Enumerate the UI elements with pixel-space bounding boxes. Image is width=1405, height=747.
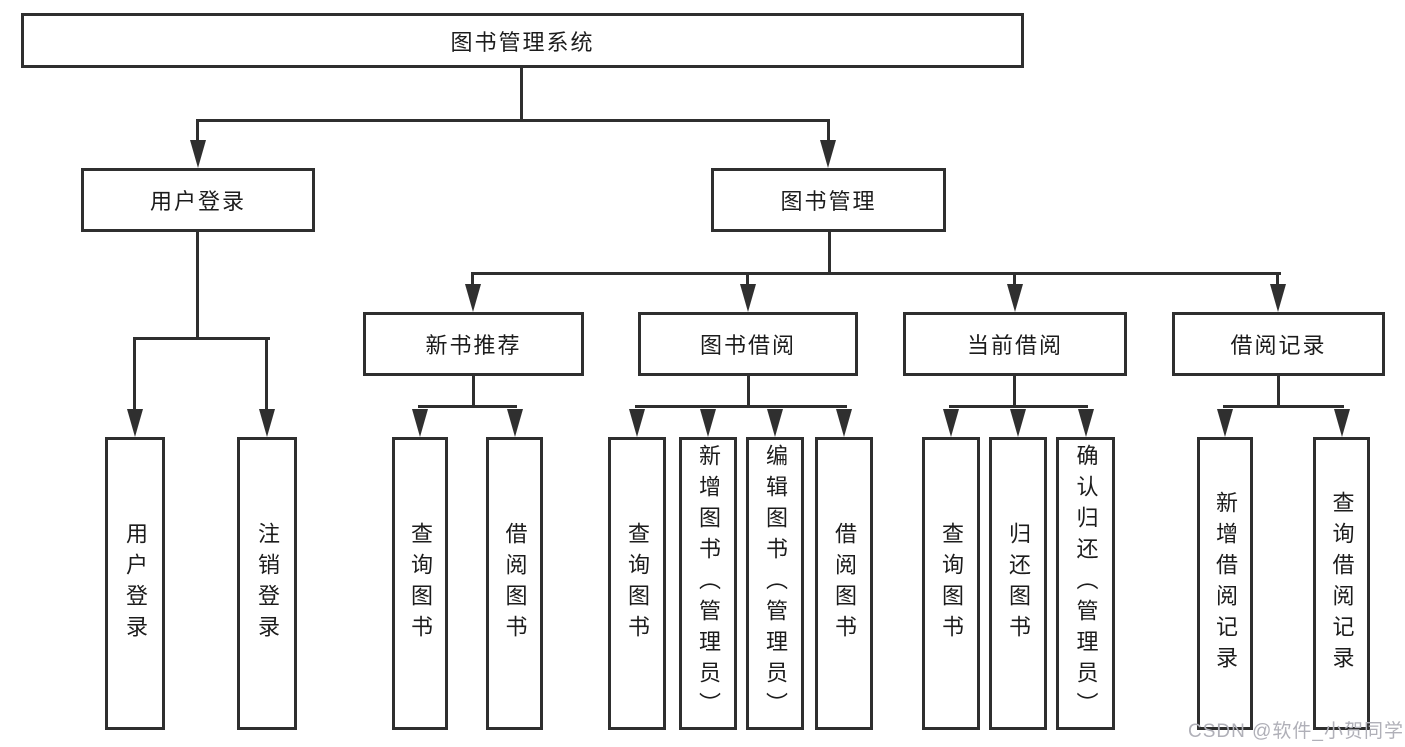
node-book-management: 图书管理 [711, 168, 946, 232]
leaf-logout: 注销登录 [237, 437, 297, 730]
arrow-down-icon [1010, 409, 1026, 437]
leaf-query-book: 查询图书 [608, 437, 666, 730]
arrow-down-icon [943, 409, 959, 437]
arrow-down-icon [1078, 409, 1094, 437]
connector-line [196, 119, 830, 122]
connector-line [133, 340, 136, 409]
connector-line [1223, 405, 1344, 408]
arrow-down-icon [507, 409, 523, 437]
connector-line [1277, 376, 1280, 408]
connector-line [949, 405, 1088, 408]
leaf-return-book: 归还图书 [989, 437, 1047, 730]
leaf-query-borrow-record: 查询借阅记录 [1313, 437, 1370, 730]
csdn-watermark: CSDN @软件_小贺同学 [1188, 721, 1404, 742]
connector-line [472, 376, 475, 408]
connector-line [828, 232, 831, 275]
connector-line [265, 340, 268, 409]
arrow-down-icon [259, 409, 275, 437]
arrow-down-icon [700, 409, 716, 437]
arrow-down-icon [820, 140, 836, 168]
arrow-down-icon [1217, 409, 1233, 437]
leaf-borrow-book: 借阅图书 [486, 437, 543, 730]
arrow-down-icon [836, 409, 852, 437]
arrow-down-icon [190, 140, 206, 168]
connector-line [471, 275, 474, 286]
leaf-query-book: 查询图书 [392, 437, 448, 730]
connector-line [1276, 275, 1279, 286]
connector-line [1013, 376, 1016, 408]
connector-line [471, 272, 1281, 275]
arrow-down-icon [767, 409, 783, 437]
leaf-query-book: 查询图书 [922, 437, 980, 730]
arrow-down-icon [629, 409, 645, 437]
leaf-add-borrow-record: 新增借阅记录 [1197, 437, 1253, 730]
arrow-down-icon [1007, 284, 1023, 312]
connector-line [418, 405, 517, 408]
node-root: 图书管理系统 [21, 13, 1024, 68]
arrow-down-icon [465, 284, 481, 312]
node-book-borrow: 图书借阅 [638, 312, 858, 376]
arrow-down-icon [412, 409, 428, 437]
leaf-user-login: 用户登录 [105, 437, 165, 730]
arrow-down-icon [1334, 409, 1350, 437]
node-current-borrow: 当前借阅 [903, 312, 1127, 376]
arrow-down-icon [127, 409, 143, 437]
connector-line [747, 376, 750, 408]
connector-line [746, 275, 749, 286]
leaf-borrow-book: 借阅图书 [815, 437, 873, 730]
arrow-down-icon [1270, 284, 1286, 312]
node-user-login: 用户登录 [81, 168, 315, 232]
connector-line [1013, 275, 1016, 286]
node-borrow-record: 借阅记录 [1172, 312, 1385, 376]
connector-line [635, 405, 847, 408]
connector-line [827, 119, 830, 142]
connector-line [196, 119, 199, 142]
leaf-edit-book-admin: 编辑图书（管理员） [746, 437, 804, 730]
connector-line [133, 337, 270, 340]
arrow-down-icon [740, 284, 756, 312]
connector-line [520, 68, 523, 122]
leaf-add-book-admin: 新增图书（管理员） [679, 437, 737, 730]
connector-line [196, 232, 199, 340]
leaf-confirm-return-admin: 确认归还（管理员） [1056, 437, 1115, 730]
node-new-book-recommend: 新书推荐 [363, 312, 584, 376]
